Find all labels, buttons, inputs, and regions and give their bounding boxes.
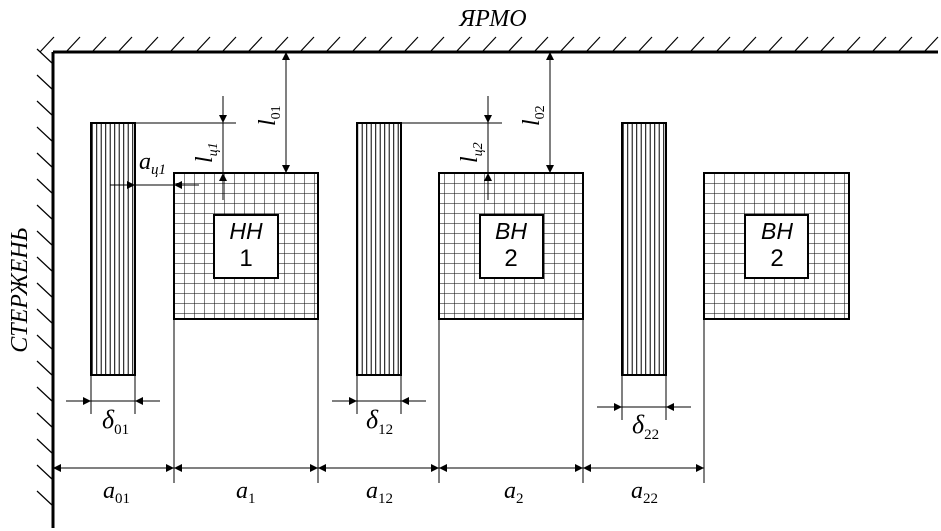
yoke-hatch-mark [663, 36, 679, 53]
yoke-hatch-mark [871, 36, 887, 53]
yoke-hatch-mark [533, 36, 549, 53]
winding-vn-label: ВН [495, 218, 527, 244]
label-d01: δ01 [102, 405, 129, 438]
dimension-l0-row [282, 52, 554, 173]
yoke-hatch-mark [39, 36, 55, 53]
yoke-hatch-mark [481, 36, 497, 53]
label-a22: a22 [631, 478, 658, 507]
core-hatch-mark [36, 412, 54, 429]
core-hatch-mark [36, 490, 54, 507]
yoke-hatch-mark [377, 36, 393, 53]
core-hatch-mark [36, 438, 54, 455]
label-l01: l01 [255, 105, 284, 126]
yoke-hatch-mark [923, 36, 939, 53]
yoke-hatch-mark [793, 36, 809, 53]
yoke-hatch-mark [559, 36, 575, 53]
yoke-hatch-mark [637, 36, 653, 53]
label-d22: δ22 [632, 410, 659, 443]
yoke-hatch-mark [221, 36, 237, 53]
label-l02: l02 [519, 105, 548, 126]
core-hatch-mark [36, 464, 54, 481]
yoke-hatch-mark [91, 36, 107, 53]
yoke-hatch-mark [169, 36, 185, 53]
yoke-hatch-mark [403, 36, 419, 53]
delta-labels: δ01 δ12 δ22 [102, 405, 659, 443]
label-a2: a2 [504, 478, 524, 507]
yoke-hatch-mark [325, 36, 341, 53]
winding-nn-label: НН [229, 218, 263, 244]
yoke-hatch-mark [195, 36, 211, 53]
label-a1: a1 [236, 478, 256, 507]
insulation-barrier-22 [621, 122, 667, 376]
core-hatch-mark [36, 204, 54, 221]
core-hatch-mark [36, 256, 54, 273]
core-hatch-mark [36, 48, 54, 65]
extension-lines [90, 122, 705, 483]
yoke-hatch-mark [247, 36, 263, 53]
yoke-hatch-mark [65, 36, 81, 53]
yoke-label: ЯРМО [458, 6, 526, 32]
core-hatch-mark [36, 308, 54, 325]
core-hatch-mark [36, 100, 54, 117]
yoke-hatch-mark [299, 36, 315, 53]
label-a12: a12 [366, 478, 393, 507]
winding-vn-adjacent-number: 2 [770, 245, 783, 272]
core-hatch-mark [36, 152, 54, 169]
winding-nn: НН 1 [173, 172, 319, 320]
yoke-hatch-mark [897, 36, 913, 53]
winding-vn-adjacent: ВН 2 [703, 172, 850, 320]
yoke-hatch-mark [845, 36, 861, 53]
yoke-hatch-mark [143, 36, 159, 53]
label-a01: a01 [103, 478, 130, 507]
yoke-hatch-mark [819, 36, 835, 53]
yoke-hatch-mark [351, 36, 367, 53]
yoke-hatch-mark [689, 36, 705, 53]
core-hatch-mark [36, 360, 54, 377]
insulation-barrier-12 [356, 122, 402, 376]
label-lc2: lц2 [457, 142, 486, 163]
yoke-hatch-mark [715, 36, 731, 53]
yoke-hatch-mark [455, 36, 471, 53]
yoke-hatch-mark [611, 36, 627, 53]
yoke-hatch-mark [429, 36, 445, 53]
yoke-hatch-mark [767, 36, 783, 53]
core-hatch-mark [36, 386, 54, 403]
insulation-barrier-01 [90, 122, 136, 376]
winding-vn-adjacent-label: ВН [761, 218, 793, 244]
a-labels: a01 a1 a12 a2 a22 [103, 478, 658, 507]
yoke-hatch-mark [507, 36, 523, 53]
core-wall [36, 48, 55, 528]
core-label: СТЕРЖЕНЬ [7, 227, 33, 353]
core-hatch-mark [36, 282, 54, 299]
core-hatch-mark [36, 74, 54, 91]
label-ac1: aц1 [139, 149, 166, 178]
core-hatch-mark [36, 126, 54, 143]
dimension-delta-row [66, 397, 691, 411]
core-hatch-mark [36, 334, 54, 351]
yoke-hatch-mark [117, 36, 133, 53]
yoke-hatch-mark [585, 36, 601, 53]
yoke-hatch-mark [741, 36, 757, 53]
core-hatch-mark [36, 178, 54, 195]
label-lc1: lц1 [192, 142, 221, 163]
winding-vn: ВН 2 [438, 172, 584, 320]
label-d12: δ12 [366, 405, 393, 438]
l-labels: l01 l02 lц1 lц2 [192, 105, 548, 163]
yoke-wall [39, 36, 939, 54]
dimension-lc-row [219, 96, 492, 200]
core-hatch-mark [36, 230, 54, 247]
yoke-hatch-mark [273, 36, 289, 53]
winding-vn-number: 2 [504, 245, 517, 272]
winding-nn-number: 1 [239, 245, 252, 272]
